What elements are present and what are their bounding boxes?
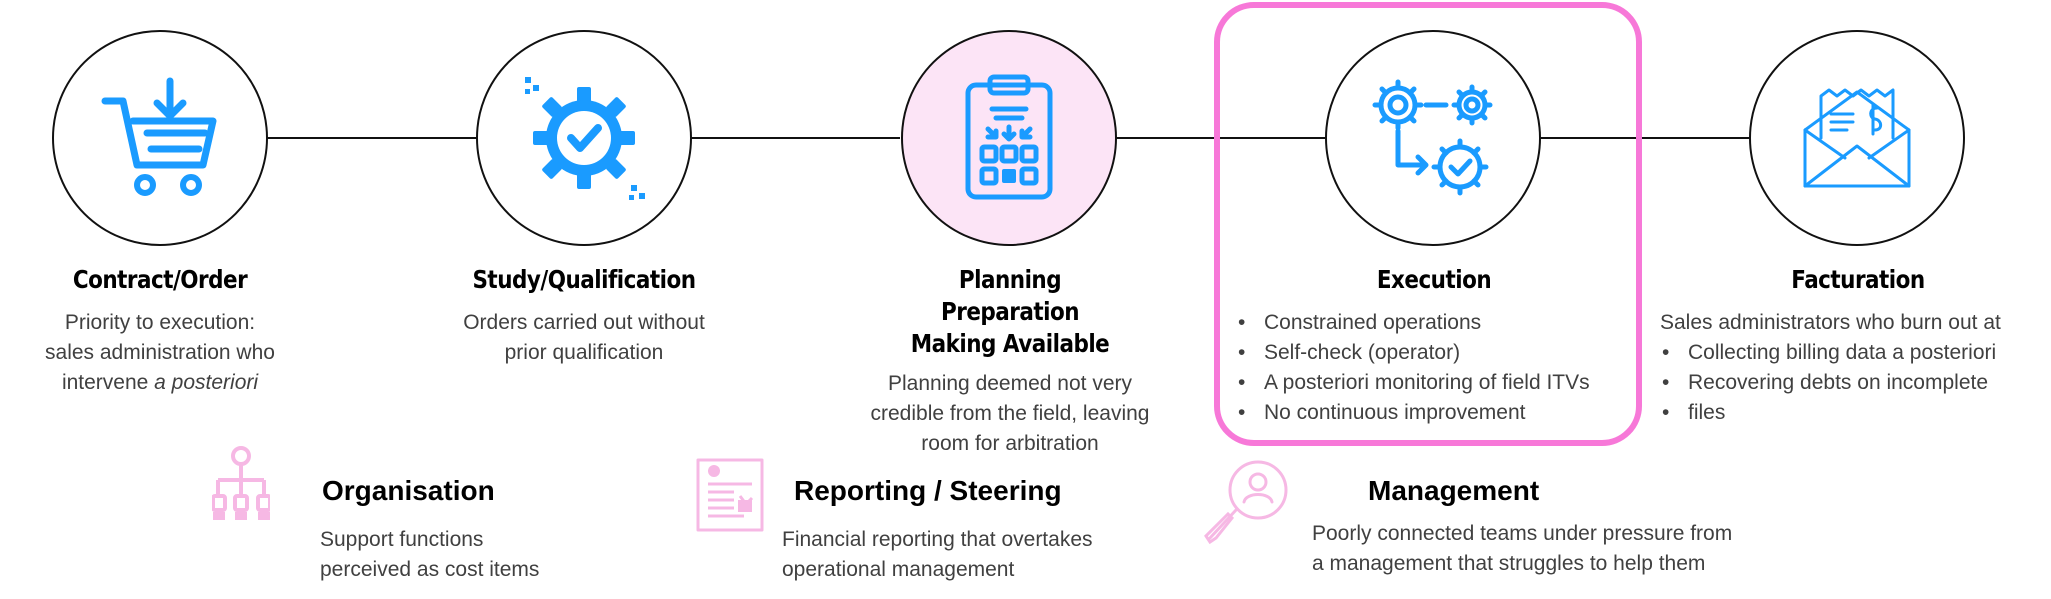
stage-circle-planning bbox=[901, 30, 1117, 246]
stage-title-planning: Planning Preparation Making Available bbox=[910, 265, 1110, 358]
stage-title-execution: Execution bbox=[1376, 265, 1492, 294]
stage-circle-study bbox=[476, 30, 692, 246]
list-item: Collecting billing data a posteriori bbox=[1660, 338, 1996, 368]
connector-line-1 bbox=[267, 137, 477, 139]
list-item: No continuous improvement bbox=[1236, 398, 1590, 428]
connector-line-4 bbox=[1541, 137, 1749, 139]
user-search-icon bbox=[1204, 460, 1288, 545]
bottom-title-reporting: Reporting / Steering bbox=[794, 475, 1062, 506]
stage-desc-contract: Priority to execution: sales administrat… bbox=[45, 311, 275, 394]
report-icon bbox=[696, 458, 764, 532]
invoice-envelope-icon bbox=[1803, 88, 1911, 188]
connector-line-2 bbox=[691, 137, 900, 139]
bottom-desc-management: Poorly connected teams under pressure fr… bbox=[1312, 522, 1733, 575]
facturation-intro: Sales administrators who burn out at bbox=[1660, 311, 2001, 334]
list-item: A posteriori monitoring of field ITVs bbox=[1236, 368, 1590, 398]
list-item: Constrained operations bbox=[1236, 308, 1590, 338]
stage-circle-facturation bbox=[1749, 30, 1965, 246]
gears-process-icon bbox=[1372, 79, 1493, 196]
list-item: Self-check (operator) bbox=[1236, 338, 1590, 368]
bottom-title-organisation: Organisation bbox=[322, 475, 495, 506]
bottom-title-management: Management bbox=[1368, 475, 1540, 506]
list-item: Recovering debts on incomplete bbox=[1660, 368, 1996, 398]
connector-line-3 bbox=[1116, 137, 1325, 139]
list-item: files bbox=[1660, 398, 1996, 428]
stage-circle-contract bbox=[52, 30, 268, 246]
stage-title-contract: Contract/Order bbox=[72, 265, 248, 294]
stage-title-study: Study/Qualification bbox=[472, 265, 696, 294]
stage-title-facturation: Facturation bbox=[1791, 265, 1925, 294]
execution-bullets: Constrained operations Self-check (opera… bbox=[1236, 308, 1590, 428]
execution-highlight-box bbox=[1214, 2, 1642, 446]
stage-circle-execution bbox=[1325, 30, 1541, 246]
cart-icon bbox=[101, 77, 217, 196]
bottom-desc-organisation: Support functions perceived as cost item… bbox=[320, 528, 540, 581]
gear-check-icon bbox=[525, 77, 645, 200]
clipboard-icon bbox=[965, 74, 1053, 200]
stage-desc-planning: Planning deemed not very credible from t… bbox=[870, 372, 1150, 455]
stage-desc-study: Orders carried out without prior qualifi… bbox=[463, 311, 705, 364]
org-chart-icon bbox=[212, 446, 270, 520]
facturation-bullets: Collecting billing data a posteriori Rec… bbox=[1660, 338, 1996, 428]
bottom-desc-reporting: Financial reporting that overtakes opera… bbox=[782, 528, 1093, 581]
